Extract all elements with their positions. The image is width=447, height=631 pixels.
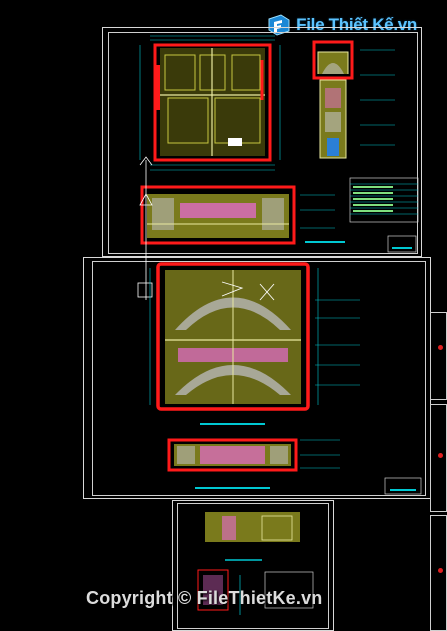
drawing-sheet-bottom-inner [177, 503, 329, 629]
section-marker-icon [139, 156, 153, 300]
bottom-details [197, 512, 314, 615]
drawing-sheet-top [102, 27, 422, 257]
door-elevation [312, 40, 395, 159]
sheet-marker-icon [438, 453, 443, 458]
drawing-sheet-top-inner [108, 32, 418, 254]
drawing-sheet-middle-inner [92, 261, 426, 496]
legend-table [349, 177, 419, 223]
facade-strip-middle [167, 438, 422, 495]
brand-text: File Thiết Kế.vn [296, 15, 417, 34]
facade-strip-top [140, 185, 417, 253]
filethietke-logo-icon [266, 14, 292, 36]
arch-detail [137, 262, 360, 425]
watermark: File Thiết Kế.vn [266, 14, 417, 36]
sheet-marker-icon [438, 345, 443, 350]
copyright-text: Copyright © FileThietKe.vn [86, 588, 323, 608]
floor-plan [139, 35, 281, 171]
sheet-marker-icon [438, 568, 443, 573]
